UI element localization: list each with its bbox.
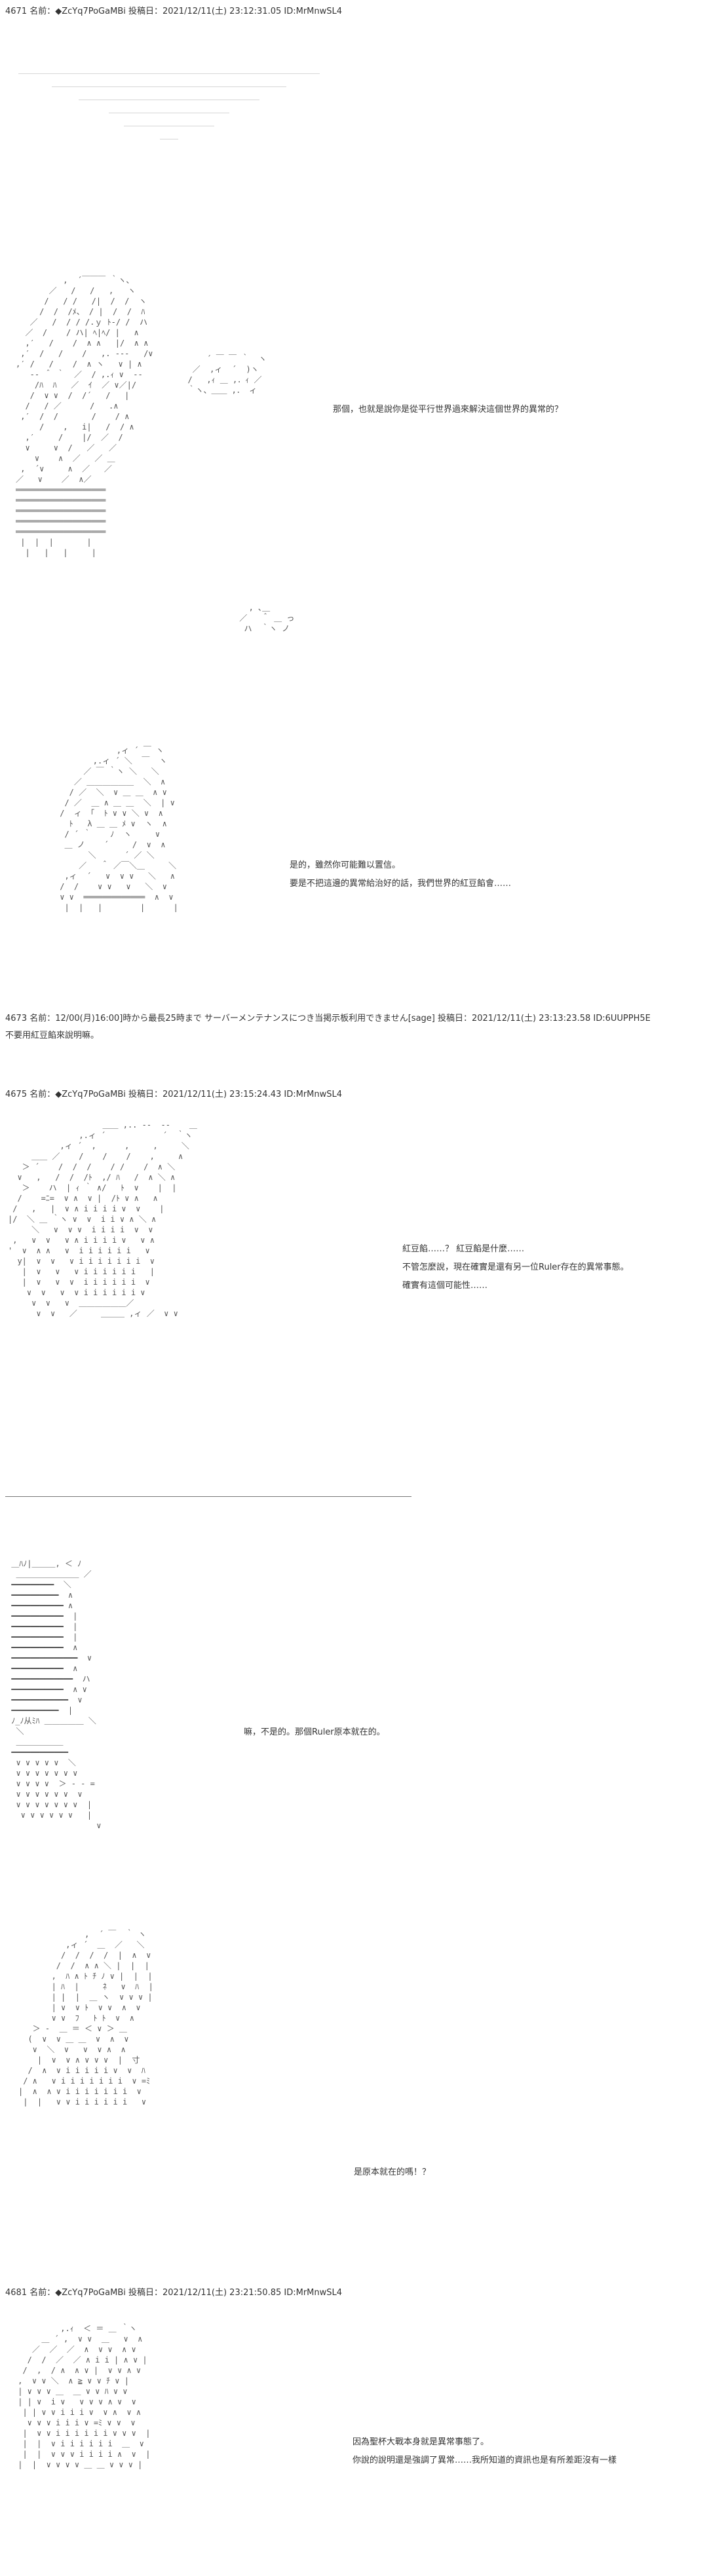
post-header-4681: 4681 名前：◆ZcYq7PoGaMBi 投稿日：2021/12/11(土) … bbox=[5, 2288, 343, 2298]
post-body-4673: 不要用紅豆餡來說明嘛。 bbox=[5, 1031, 100, 1040]
dialog-line: 不管怎麼說，現在確實是還有另一位Ruler存在的異常事態。 bbox=[402, 1262, 629, 1272]
dialog-block-3: 紅豆餡……？ 紅豆餡是什麼…… 不管怎麼說，現在確實是還有另一位Ruler存在的… bbox=[402, 1240, 629, 1295]
dialog-line: 是的，雖然你可能難以置信。 bbox=[290, 860, 401, 870]
dialog-line: 你說的說明還是強調了異常……我所知道的資訊也是有所差距沒有一樣 bbox=[353, 2456, 617, 2465]
ascii-art-character-1: , ´￣￣￣ ｀ヽ、 ／ / / , ヽ / / / /| / / ヽ / / … bbox=[16, 276, 153, 557]
dialog-line: 紅豆餡……？ 紅豆餡是什麼…… bbox=[402, 1244, 525, 1254]
dialog-line: 確實有這個可能性…… bbox=[402, 1281, 488, 1291]
ascii-art-hand-gesture: ´ ￣ ￣ ｀ ヽ ／ ,ィ ´ )ヽ / ,ｨ ＿ ,．ｨ ／ ｀ヽ、＿＿ ,… bbox=[187, 354, 267, 395]
ascii-art-character-5: , ´ ￣ ｀ ヽ ,ィ ´ ＿ ／ ＼ / / / / | ∧ ∨ / / ∧… bbox=[18, 1930, 153, 2107]
decorative-separator bbox=[18, 73, 320, 152]
post-header-4671: 4671 名前：◆ZcYq7PoGaMBi 投稿日：2021/12/11(土) … bbox=[5, 7, 343, 16]
dialog-block-2: 是的，雖然你可能難以置信。 要是不把這邊的異常給治好的話，我們世界的紅豆餡會…… bbox=[290, 856, 511, 893]
ground-line bbox=[5, 1496, 411, 1497]
dialog-block-5: 是原本就在的嗎！？ bbox=[354, 2163, 430, 2182]
post-header-4675: 4675 名前：◆ZcYq7PoGaMBi 投稿日：2021/12/11(土) … bbox=[5, 1090, 343, 1099]
ascii-art-small-hand: , ､＿ ／ ＾ ＿ っ ハ ｀ヽ ノ bbox=[239, 603, 295, 633]
dialog-line: 是原本就在的嗎！？ bbox=[354, 2167, 431, 2177]
ascii-art-character-6: ,.ｨ ＜ ＝ ＿ ｀ヽ ＿ ´ , ∨ ∨ ＿ ∨ ∧ ／ ／ ／ ∧ ∨ ∨… bbox=[18, 2324, 151, 2469]
dialog-block-6: 因為聖杯大戰本身就是異常事態了。 你說的說明還是強調了異常……我所知道的資訊也是… bbox=[353, 2433, 617, 2470]
dialog-line: 那個，也就是說你是從平行世界過來解決這個世界的異常的？ bbox=[333, 405, 564, 414]
ascii-art-character-4: ＿ﾊﾉ|＿＿＿, ＜ ﾉ ＿＿＿＿＿＿＿＿ ／ ━━━━━━━━━ ＼ ━━━━… bbox=[11, 1559, 102, 1830]
dialog-line: 要是不把這邊的異常給治好的話，我們世界的紅豆餡會…… bbox=[290, 879, 512, 889]
post-header-4673: 4673 名前：12/00(月)16:00]時から最長25時まで サーバーメンテ… bbox=[5, 1014, 651, 1023]
dialog-block-1: 那個，也就是說你是從平行世界過來解決這個世界的異常的？ bbox=[333, 401, 563, 419]
dialog-block-4: 嘛，不是的。那個Ruler原本就在的。 bbox=[244, 1723, 385, 1742]
ascii-art-character-3: ＿＿ ,.. ‐‐ ‐- ＿ ,.ィ ´ ´ ｀ヽ ,ィ ´ , , , ＼ ＿… bbox=[8, 1120, 197, 1318]
ascii-art-character-2: ,ィ ´ ￣ ヽ ,.ィ ´ ＼ ￣ ヽ ／ ￣ ｀ヽ ＼ ＼ ／ ＿＿＿＿＿＿… bbox=[60, 746, 178, 912]
dialog-line: 因為聖杯大戰本身就是異常事態了。 bbox=[353, 2437, 489, 2447]
dialog-line: 嘛，不是的。那個Ruler原本就在的。 bbox=[244, 1727, 385, 1737]
